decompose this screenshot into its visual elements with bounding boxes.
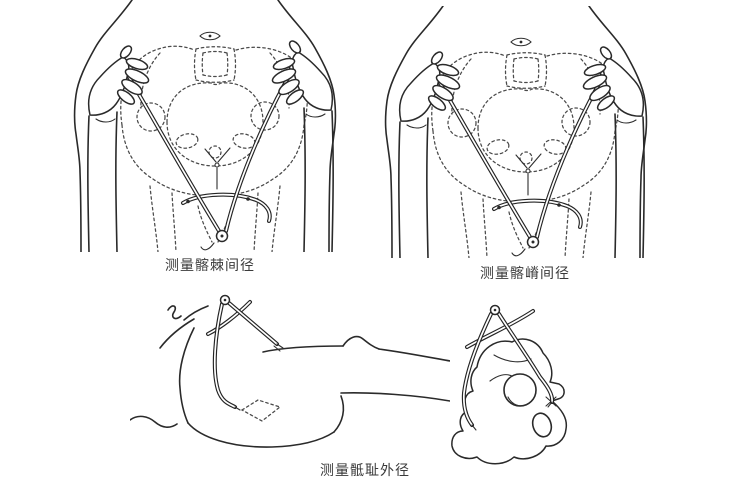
caption-external-conjugate: 测量骶耻外径 <box>320 462 410 478</box>
external-conjugate-side-figure <box>130 294 450 448</box>
caption-intercristal-diameter: 测量髂嵴间径 <box>480 265 570 281</box>
external-conjugate-pelvis-figure <box>451 304 568 465</box>
intercristal-diameter-figure <box>383 6 649 258</box>
interspinous-diameter-figure <box>72 0 338 252</box>
caption-interspinous-diameter: 测量髂棘间径 <box>165 257 255 273</box>
